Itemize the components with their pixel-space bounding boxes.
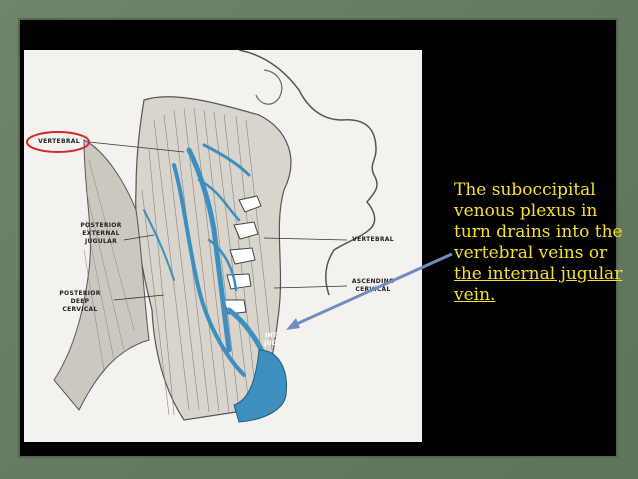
label-posterior-external-jugular: POSTERIOR EXTERNAL JUGULAR: [80, 222, 122, 245]
deep-cervical-vein: [172, 163, 246, 377]
internal-jugular-vein: [233, 349, 288, 423]
face-outline: [238, 50, 378, 296]
highlight-ring: [26, 131, 90, 153]
neck-anatomy-illustration: VERTEBRAL POSTERIOR EXTERNAL JUGULAR VER…: [24, 50, 422, 442]
callout-text: The suboccipital venous plexus in turn d…: [454, 180, 624, 306]
label-posterior-deep-cervical: POSTERIOR DEEP CERVICAL: [59, 290, 101, 313]
back-muscle: [53, 139, 150, 411]
callout-underlined-text: the internal jugular vein.: [454, 264, 623, 305]
label-int-jug: INT. JUG.: [264, 332, 280, 347]
anatomy-drawing: [26, 50, 378, 423]
ear-outline: [255, 69, 283, 105]
callout-plain-text: The suboccipital venous plexus in turn d…: [454, 180, 623, 263]
label-vertebral-top: VERTEBRAL: [38, 138, 80, 145]
label-vertebral-right: VERTEBRAL: [352, 236, 394, 243]
label-ascending-cervical: ASCENDING CERVICAL: [351, 278, 395, 293]
vertebral-vein: [186, 147, 232, 353]
